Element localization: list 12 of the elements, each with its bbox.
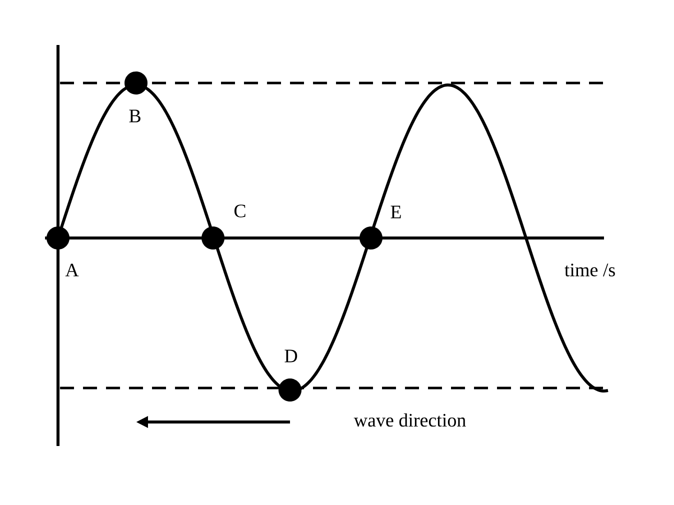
axis-label: wave direction: [354, 413, 466, 427]
point-label: E: [390, 206, 401, 218]
point-dot: [360, 226, 382, 250]
point-dot: [124, 72, 148, 94]
axis-label: time /s: [564, 264, 615, 276]
point-label: B: [129, 110, 140, 122]
point-label: A: [65, 264, 79, 276]
point-dot: [46, 226, 70, 250]
point-label: C: [234, 204, 246, 218]
point-label: D: [284, 350, 298, 362]
point-dot: [278, 378, 302, 402]
point-dot: [202, 226, 224, 250]
